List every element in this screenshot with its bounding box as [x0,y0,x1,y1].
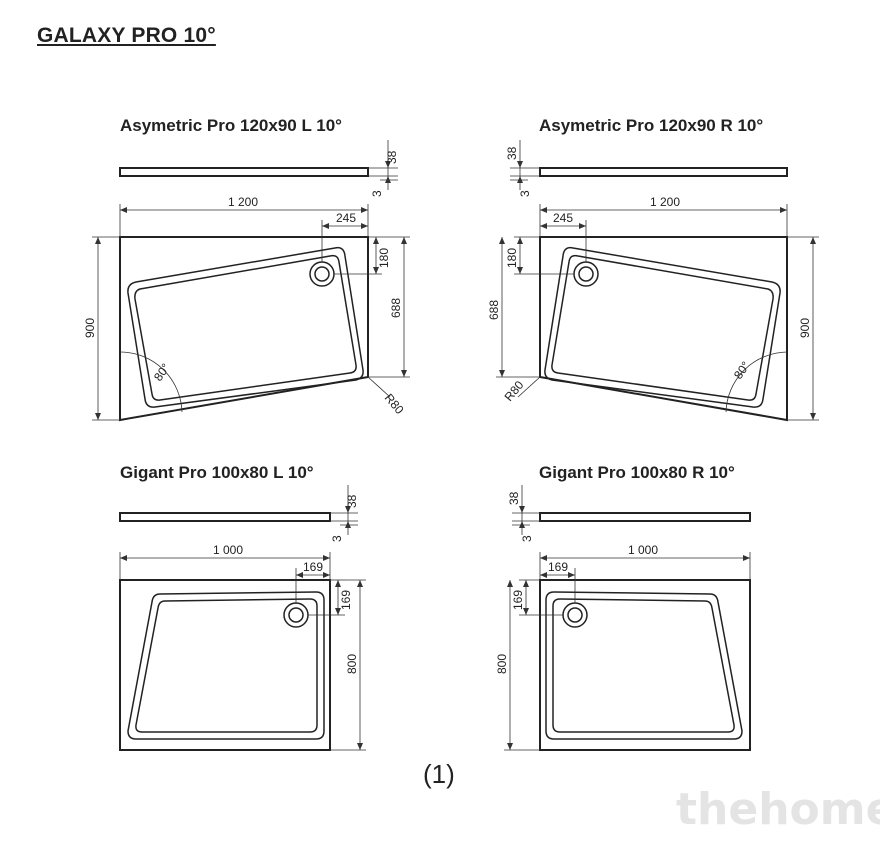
profile-step-label: 3 [330,535,344,542]
drain-x-label: 245 [553,211,573,225]
side-profile: 38 3 [119,140,399,197]
drain-x-label: 245 [336,211,356,225]
width-label: 1 200 [228,195,258,209]
figure-label: (1) [423,759,455,789]
width-label: 1 000 [213,543,243,557]
angle-label: 80° [731,359,753,382]
side-profile: 38 3 [505,140,788,197]
panel-asymetric-left: Asymetric Pro 120x90 L 10° 38 3 [83,116,410,422]
plan-view [517,236,788,422]
profile-step-label: 3 [520,535,534,542]
plan-view [119,236,391,422]
angle-label: 80° [151,361,173,384]
drain-y-label: 169 [339,590,353,610]
width-label: 1 000 [628,543,658,557]
profile-height-label: 38 [345,494,359,508]
side-length-label: 688 [487,300,501,320]
drain-y-label: 169 [511,590,525,610]
profile-step-label: 3 [370,190,384,197]
width-label: 1 200 [650,195,680,209]
panel-gigant-left: Gigant Pro 100x80 L 10° 38 3 1 000 [119,463,366,751]
profile-height-label: 38 [507,491,521,505]
drain-x-label: 169 [303,560,323,574]
height-label: 900 [83,318,97,338]
dimensions: 1 000 169 169 800 [119,543,366,751]
height-label: 900 [798,318,812,338]
panel-asymetric-right: Asymetric Pro 120x90 R 10° 38 3 [487,116,819,422]
panel-title: Asymetric Pro 120x90 R 10° [539,116,763,135]
drain-y-label: 180 [377,248,391,268]
side-profile: 38 3 [119,485,359,542]
panel-title: Gigant Pro 100x80 R 10° [539,463,735,482]
panel-gigant-right: Gigant Pro 100x80 R 10° 38 3 1 000 [495,463,751,751]
dimensions: 1 200 245 180 688 900 80° R80 [487,195,819,421]
panel-title: Gigant Pro 100x80 L 10° [120,463,314,482]
height-label: 800 [495,654,509,674]
watermark: thehome [676,784,880,835]
profile-height-label: 38 [505,146,519,160]
side-profile: 38 3 [507,485,751,542]
radius-label: R80 [502,378,527,404]
page-title: GALAXY PRO 10° [37,24,216,47]
drain-x-label: 169 [548,560,568,574]
radius-label: R80 [382,391,407,417]
dimensions: 1 200 245 900 180 688 80° R80 [83,195,410,421]
panel-title: Asymetric Pro 120x90 L 10° [120,116,342,135]
height-label: 800 [345,654,359,674]
dimensions: 1 000 169 169 800 [495,543,751,751]
drain-y-label: 180 [505,248,519,268]
profile-height-label: 38 [385,150,399,164]
side-length-label: 688 [389,298,403,318]
plan-view [539,579,751,751]
profile-step-label: 3 [518,190,532,197]
plan-view [119,579,331,751]
